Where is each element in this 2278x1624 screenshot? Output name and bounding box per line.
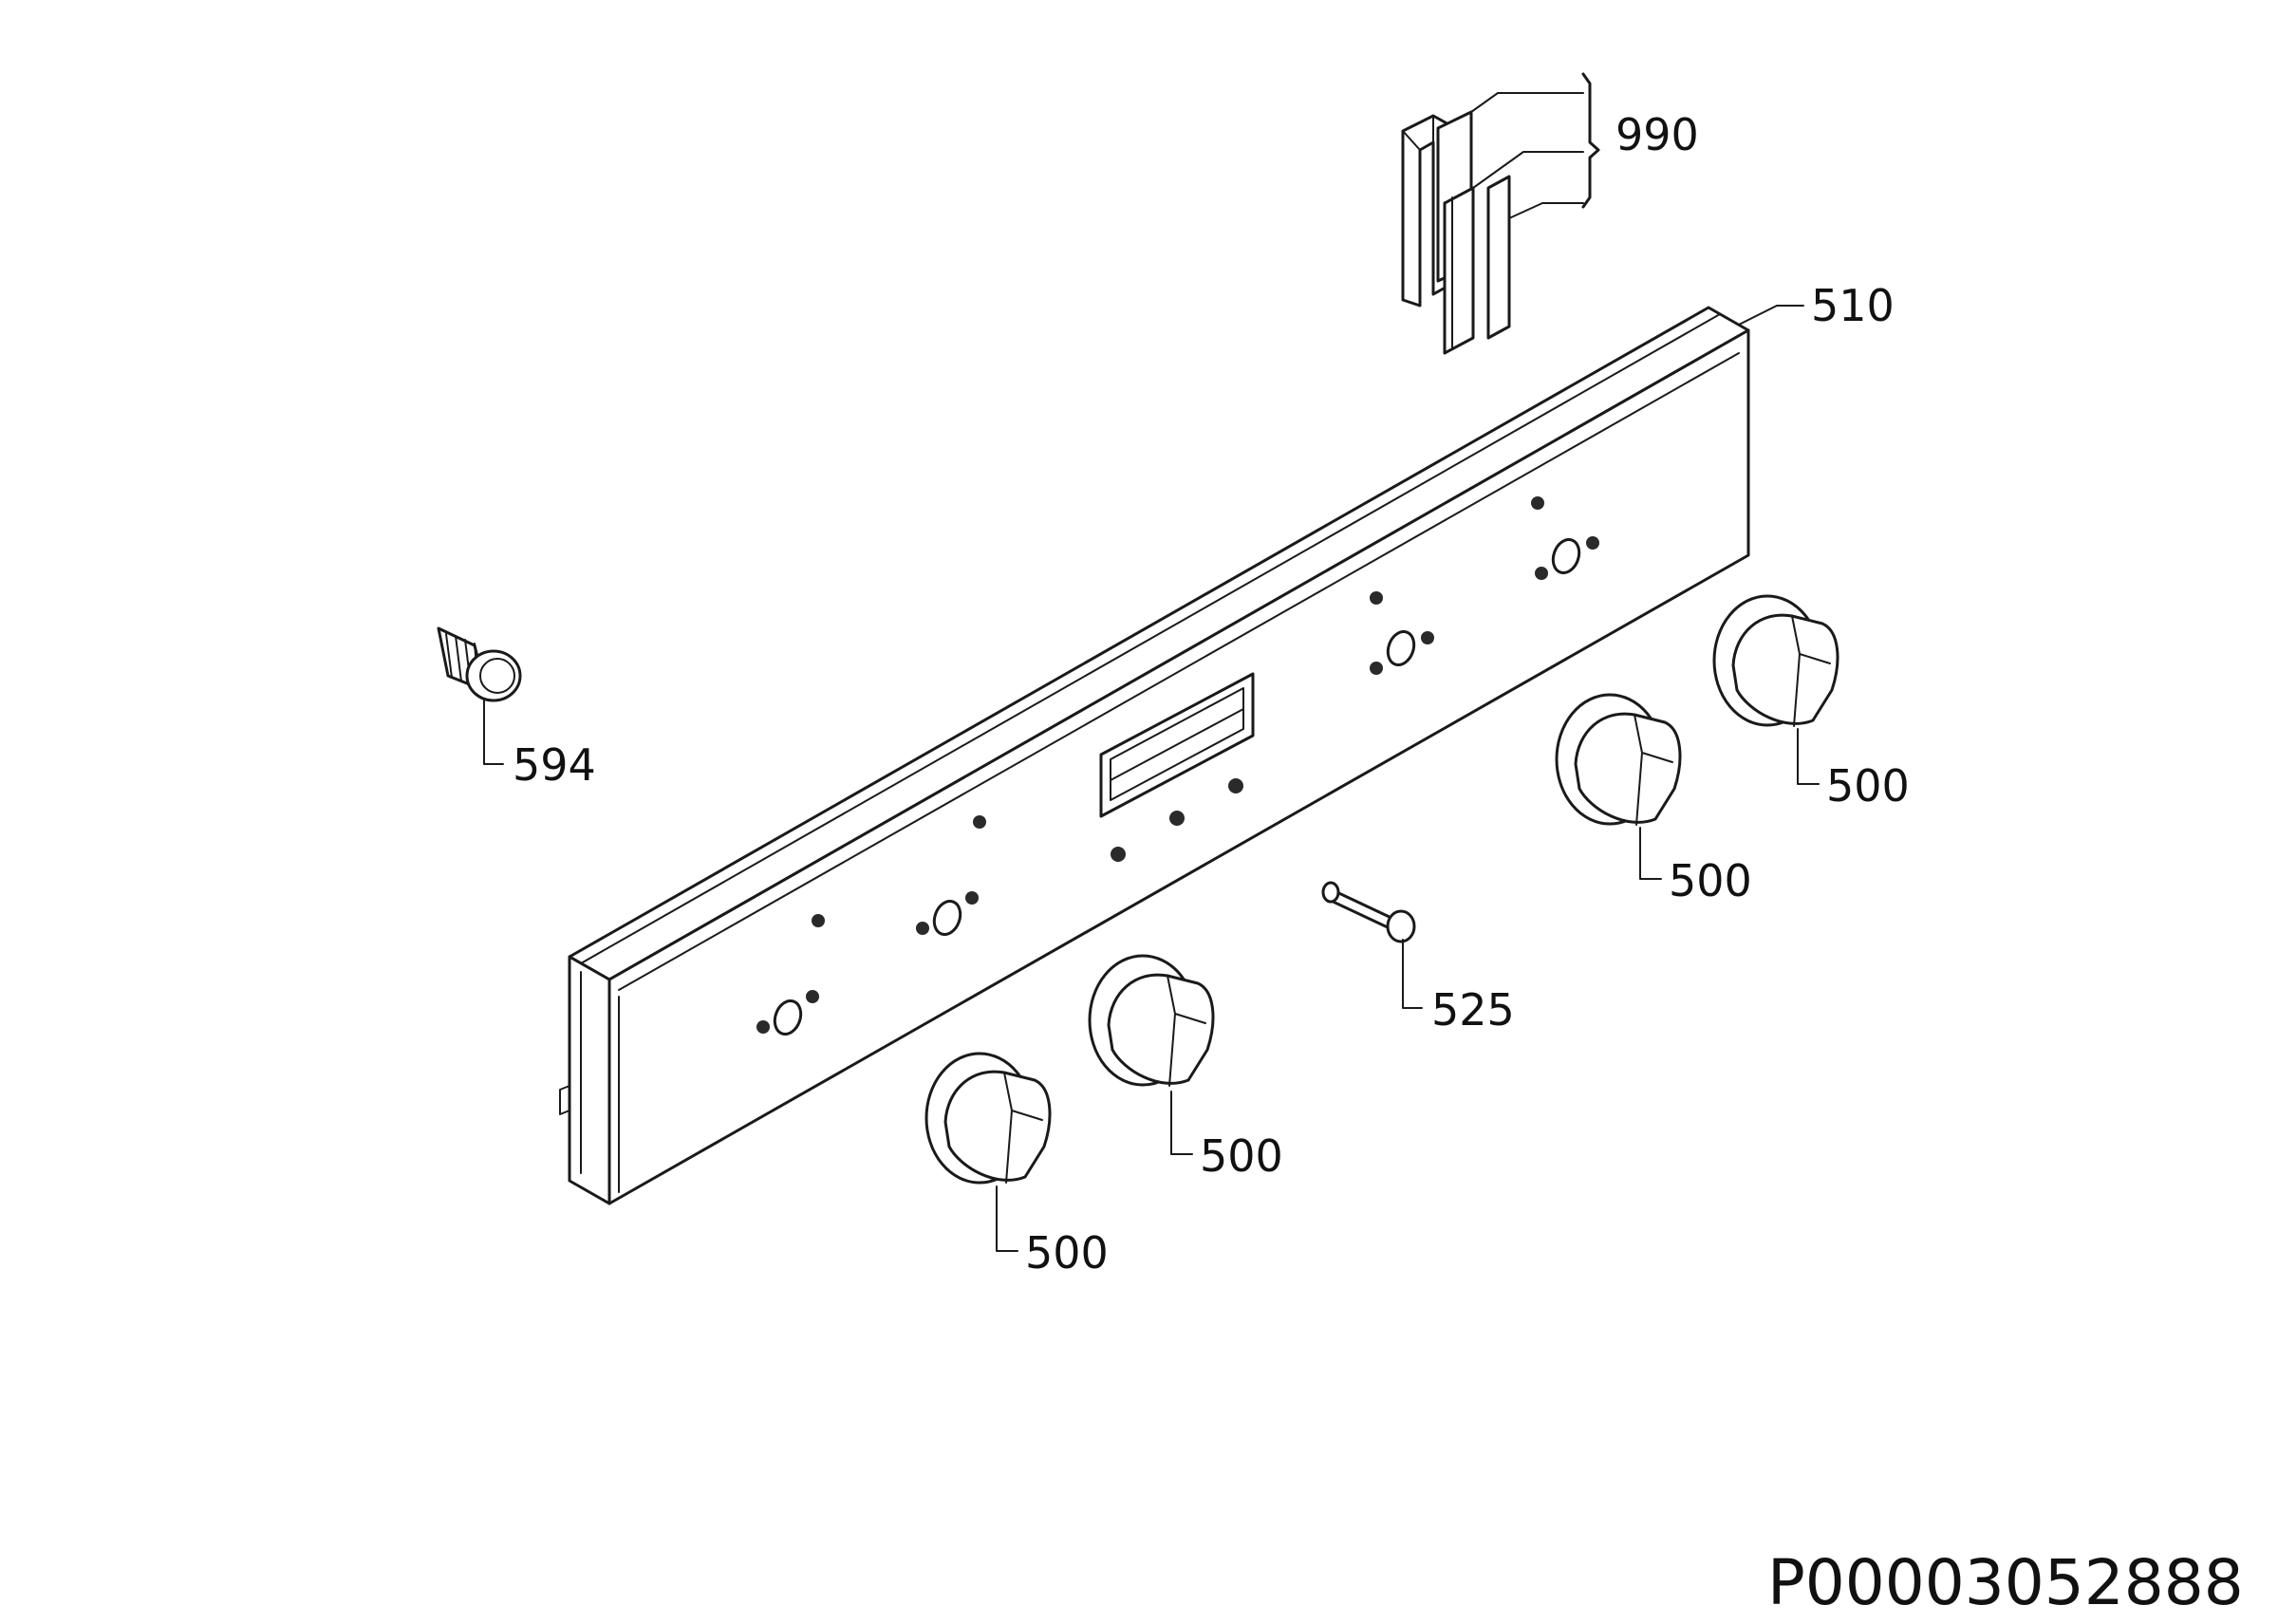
part-525-spindle xyxy=(1321,881,1423,1009)
part-594-lamp xyxy=(437,626,522,765)
label-990: 990 xyxy=(1615,109,1699,160)
part-990-brackets xyxy=(1401,72,1600,355)
part-500-knob-4 xyxy=(1712,594,1839,785)
label-510: 510 xyxy=(1811,280,1895,331)
part-500-knob-3 xyxy=(1555,693,1682,880)
label-525: 525 xyxy=(1431,984,1515,1036)
part-510-control-panel xyxy=(559,305,1804,1205)
label-500-knob-2: 500 xyxy=(1200,1130,1283,1182)
drawing-code: P00003052888 xyxy=(1767,1546,2244,1619)
label-500-knob-1: 500 xyxy=(1025,1227,1109,1279)
label-594: 594 xyxy=(513,739,596,791)
label-500-knob-3: 500 xyxy=(1669,855,1752,906)
part-500-knob-2 xyxy=(1088,954,1215,1155)
part-500-knob-1 xyxy=(924,1052,1052,1252)
label-500-knob-4: 500 xyxy=(1826,760,1910,812)
